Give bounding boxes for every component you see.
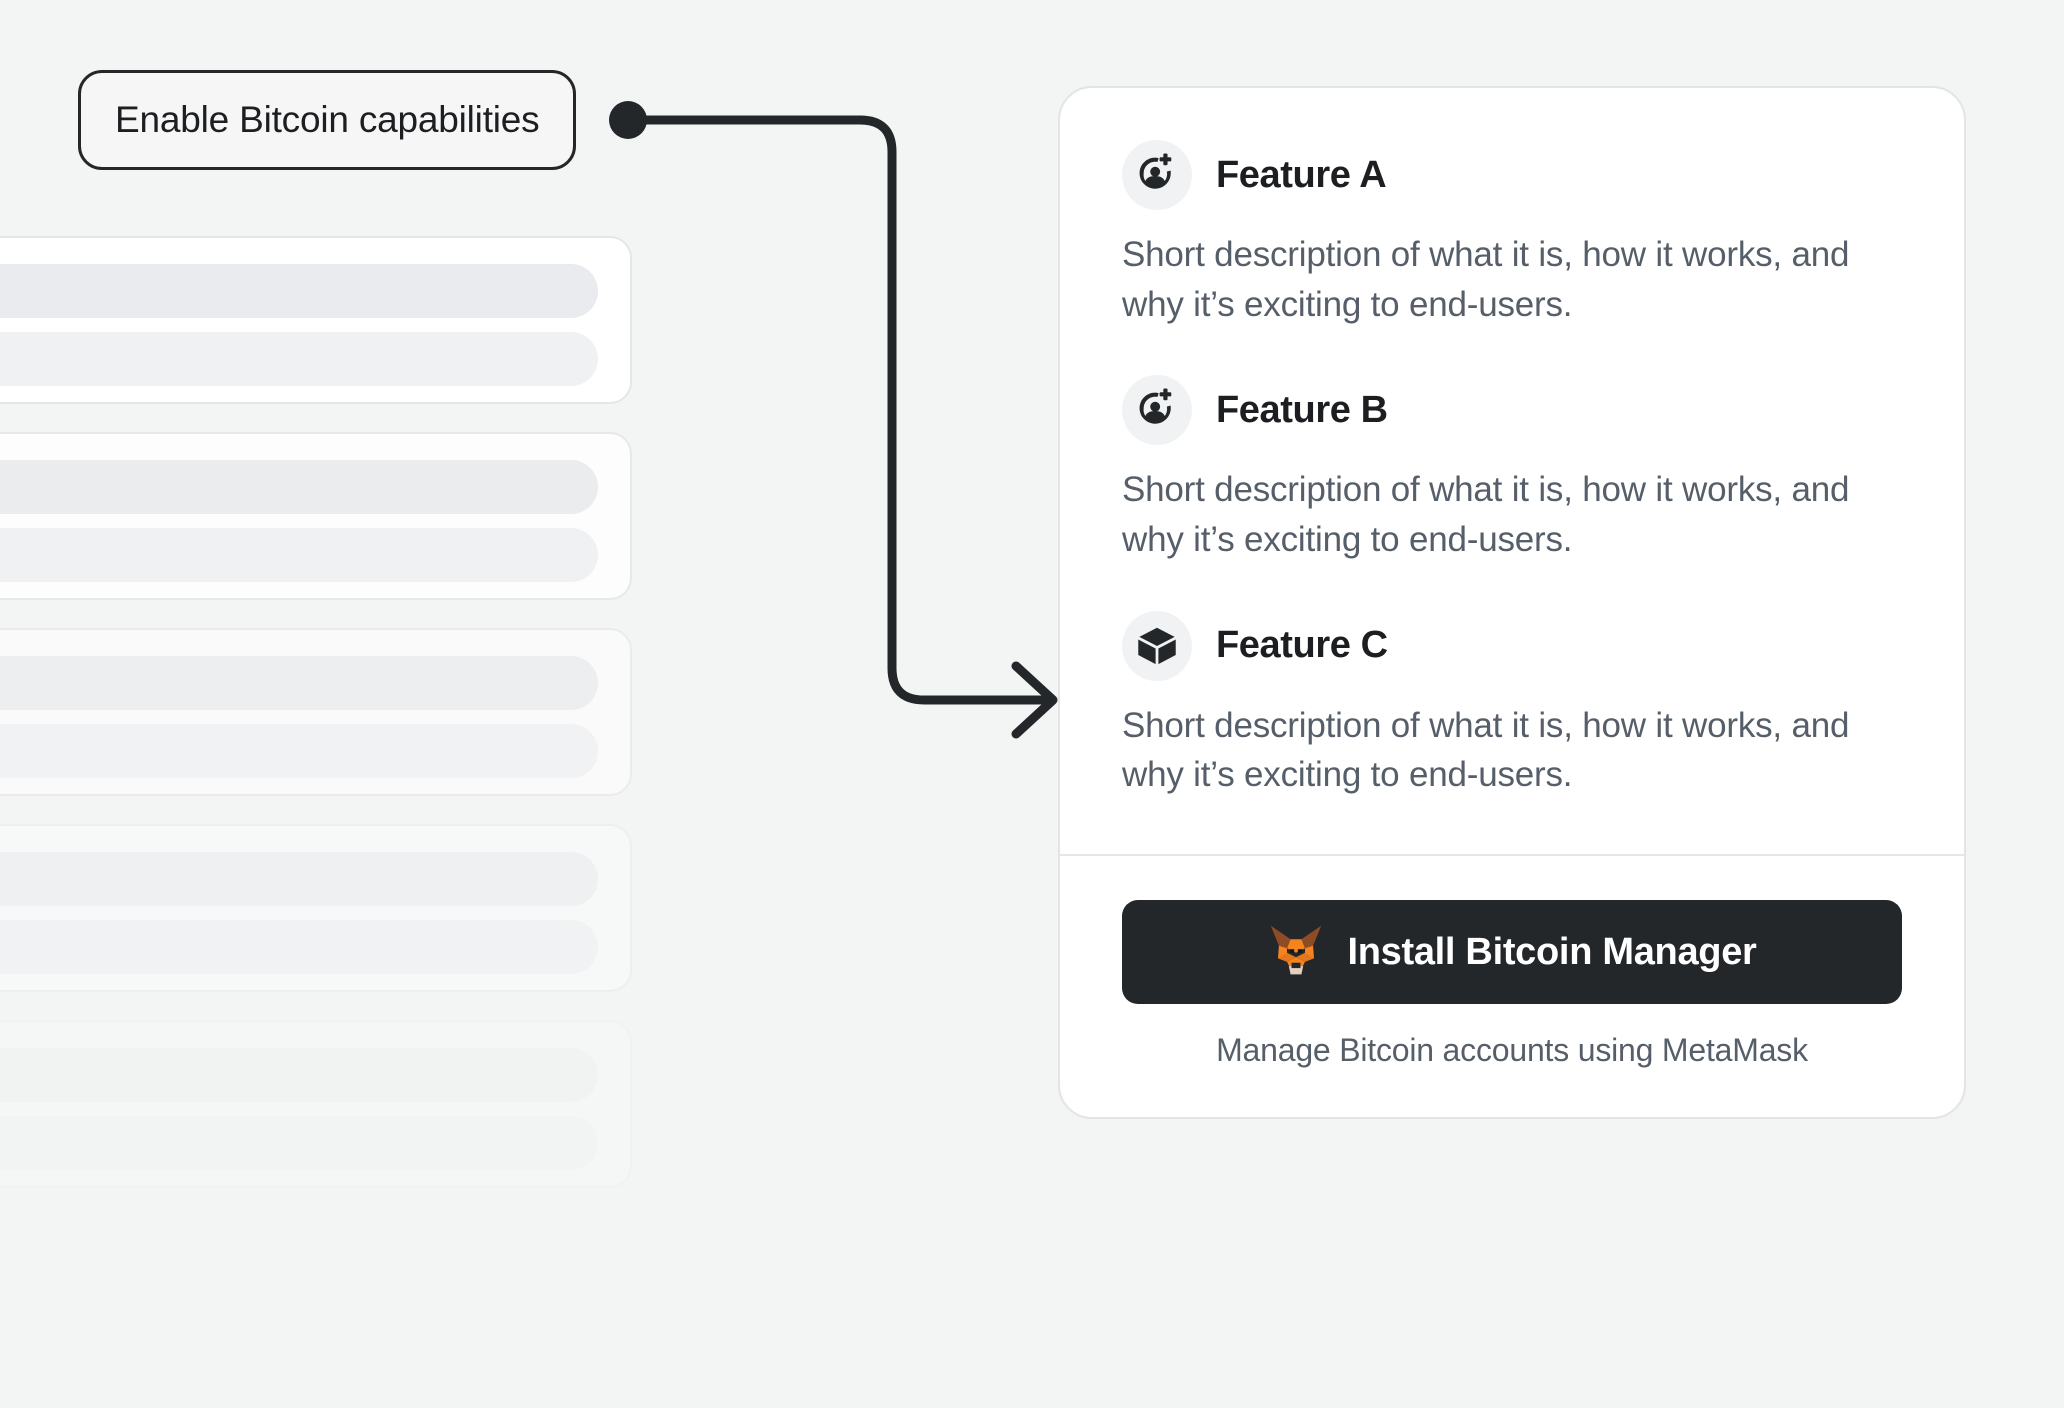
skeleton-bar-primary (0, 656, 598, 710)
install-bitcoin-manager-button[interactable]: Install Bitcoin Manager (1122, 900, 1902, 1005)
feature-block-c: Feature C Short description of what it i… (1122, 610, 1902, 800)
skeleton-bar-secondary (0, 724, 598, 778)
skeleton-bar-secondary (0, 528, 598, 582)
list-item (0, 432, 632, 600)
skeleton-bar-secondary (0, 920, 598, 974)
feature-block-b: Feature B Short description of what it i… (1122, 375, 1902, 564)
skeleton-placeholder-list (0, 236, 632, 1216)
feature-title: Feature C (1216, 624, 1388, 667)
list-item (0, 236, 632, 404)
feature-title: Feature A (1216, 153, 1387, 196)
feature-description: Short description of what it is, how it … (1122, 235, 1850, 324)
list-item (0, 628, 632, 796)
skeleton-bar-primary (0, 264, 598, 318)
add-account-icon (1122, 375, 1192, 446)
skeleton-bar-primary (0, 852, 598, 906)
skeleton-bar-primary (0, 1048, 598, 1102)
cube-icon (1122, 610, 1192, 681)
card-footer: Install Bitcoin Manager Manage Bitcoin a… (1060, 856, 1964, 1117)
skeleton-bar-secondary (0, 332, 598, 386)
feature-heading-row: Feature B (1122, 375, 1902, 446)
callout-label: Enable Bitcoin capabilities (78, 70, 577, 170)
feature-title: Feature B (1216, 388, 1388, 431)
feature-heading-row: Feature A (1122, 140, 1902, 210)
add-account-icon (1122, 140, 1192, 210)
features-section: Feature A Short description of what it i… (1060, 88, 1964, 854)
metamask-fox-icon (1267, 924, 1325, 981)
feature-description: Short description of what it is, how it … (1122, 705, 1850, 795)
footer-caption: Manage Bitcoin accounts using MetaMask (1216, 1032, 1808, 1069)
divider (1060, 854, 1964, 857)
feature-heading-row: Feature C (1122, 610, 1902, 681)
connector-dot (609, 101, 647, 139)
skeleton-bar-primary (0, 460, 598, 514)
feature-card: Feature A Short description of what it i… (1058, 86, 1966, 1120)
list-item (0, 1020, 632, 1188)
feature-description: Short description of what it is, how it … (1122, 470, 1850, 560)
skeleton-bar-secondary (0, 1116, 598, 1170)
callout-label-text: Enable Bitcoin capabilities (115, 99, 540, 140)
install-button-label: Install Bitcoin Manager (1347, 930, 1757, 973)
feature-block-a: Feature A Short description of what it i… (1122, 140, 1902, 329)
list-item (0, 824, 632, 992)
